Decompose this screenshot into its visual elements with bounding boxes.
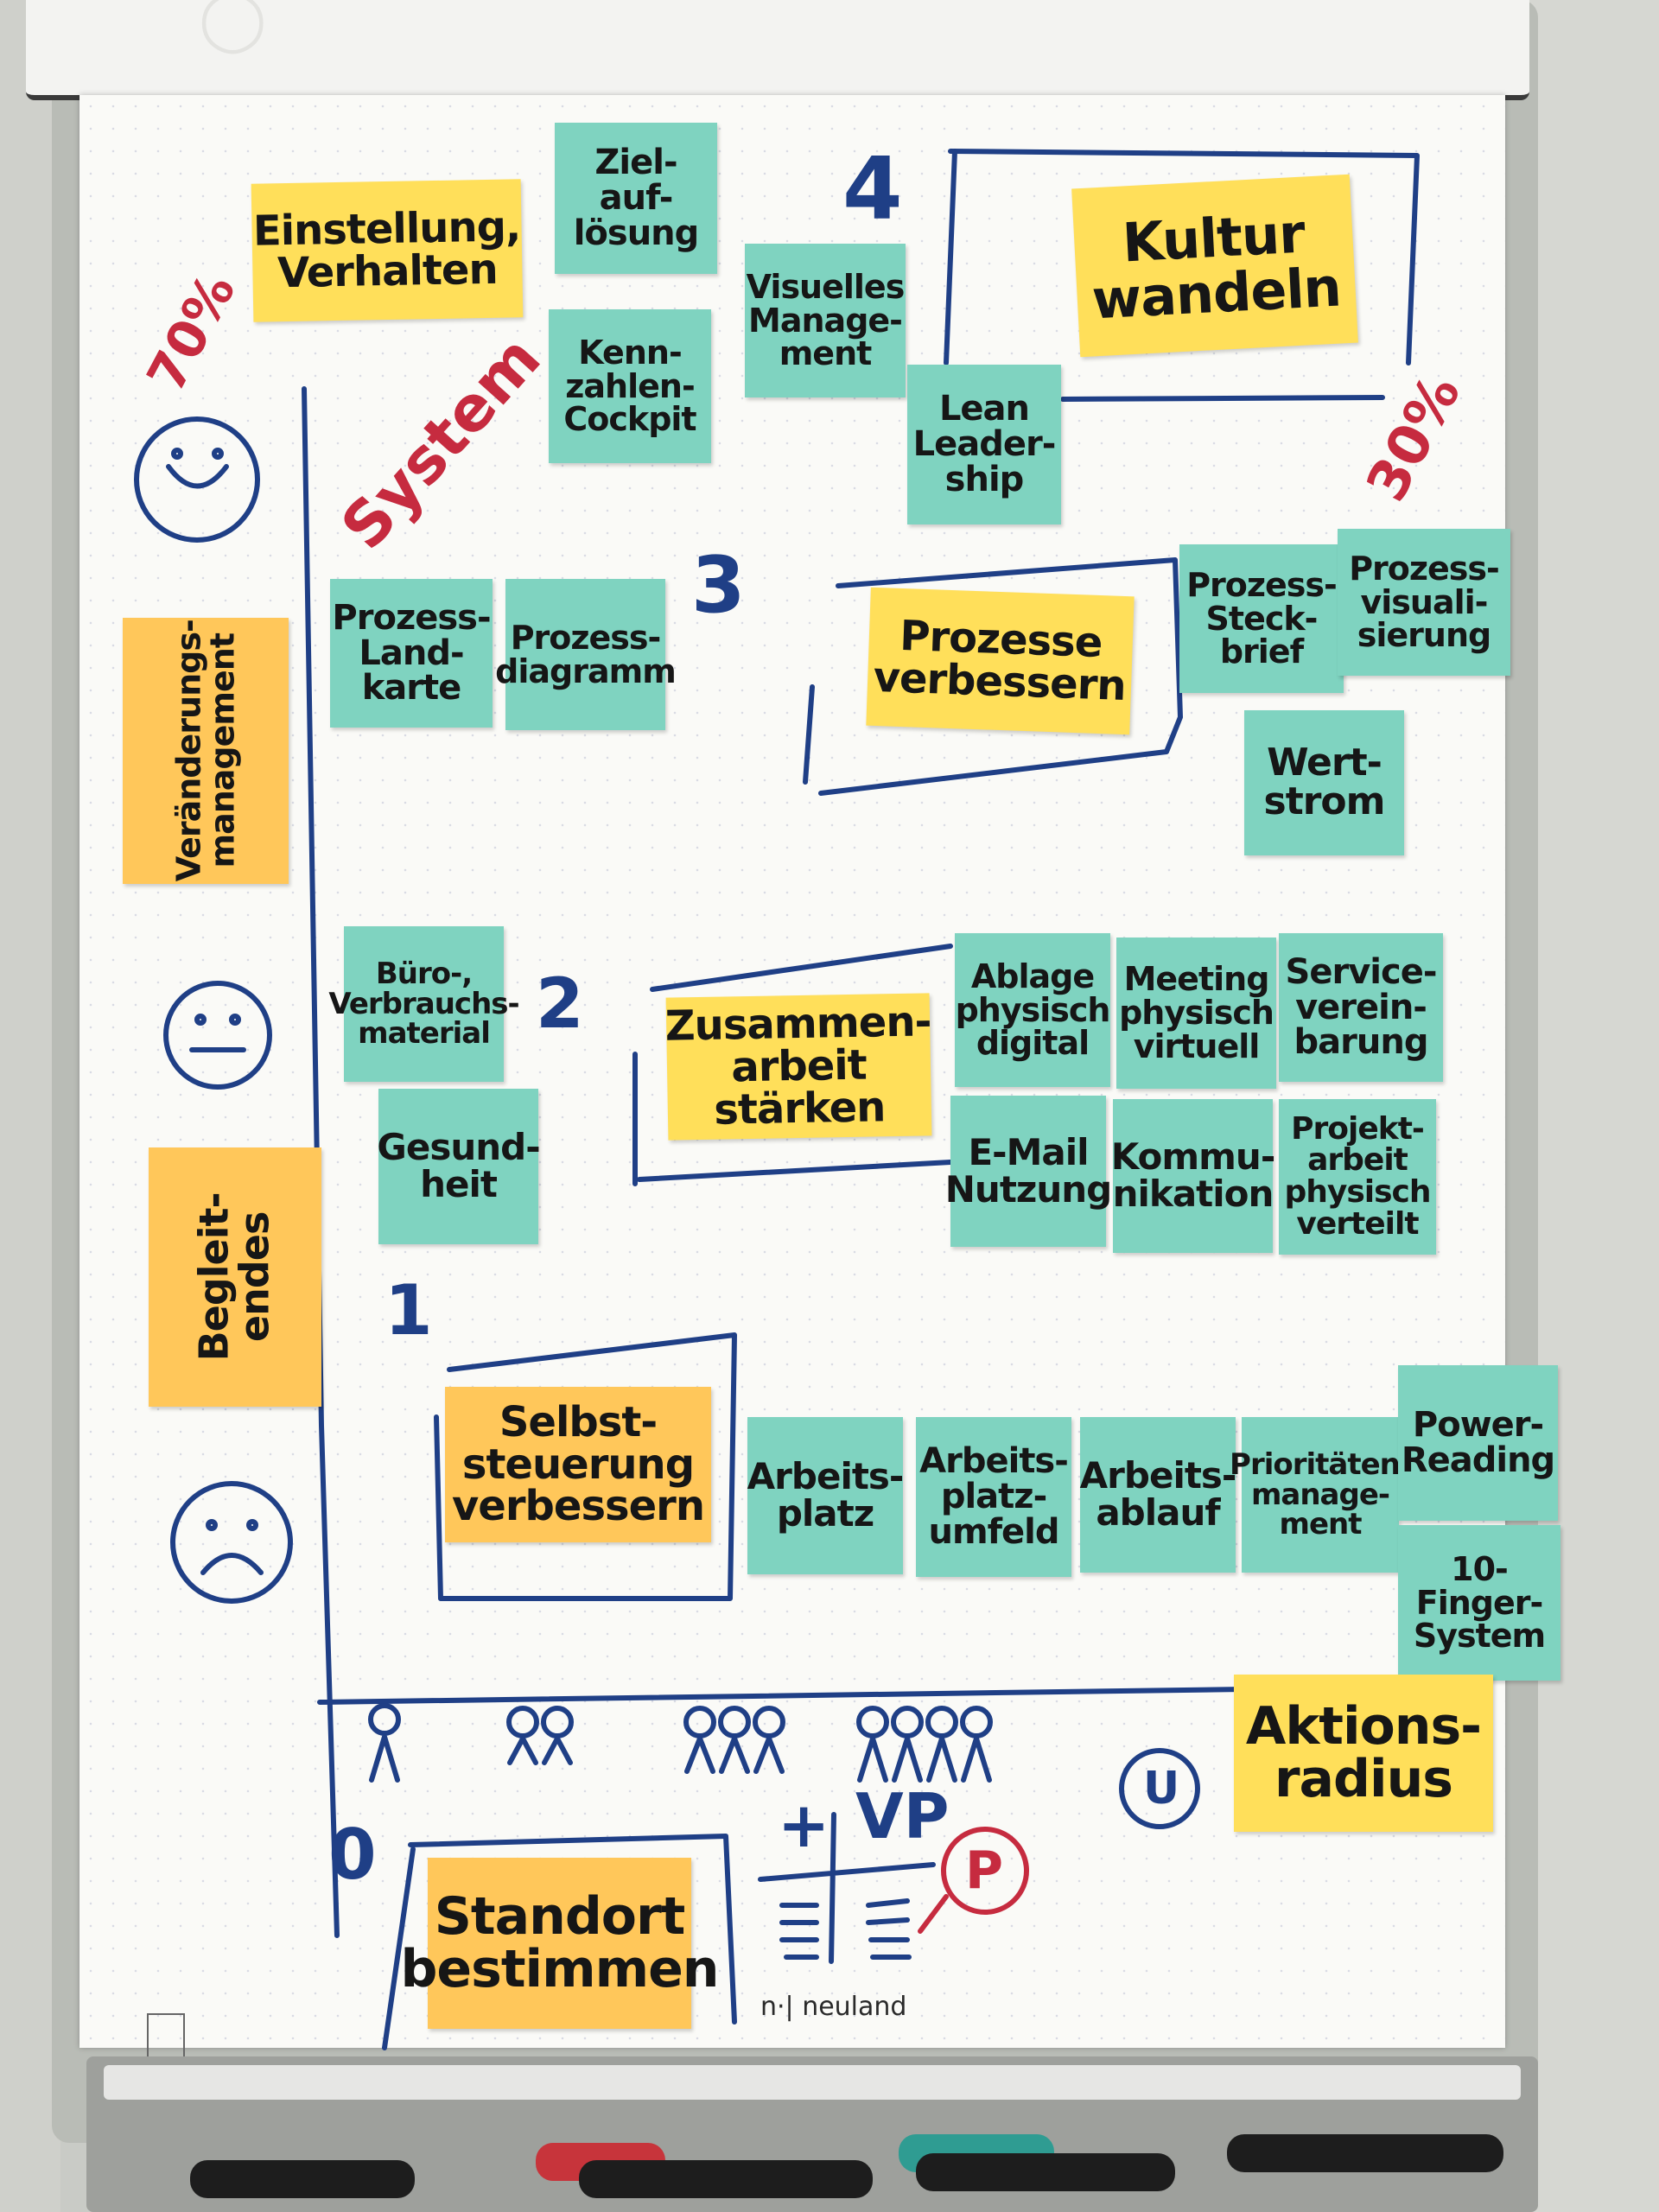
note-veraenderungsmanagement: Veränderungs- management [123,618,289,884]
neuland-logo: n·| neuland [760,1992,907,2022]
u-label: U [1143,1763,1180,1815]
level-3-label: 3 [691,540,746,631]
note-email-nutzung: E-Mail Nutzung [945,1096,1112,1247]
note-projektarbeit: Projekt- arbeit physisch verteilt [1279,1099,1436,1255]
plus-label: + [778,1789,830,1861]
marker-black [579,2160,873,2198]
note-aktionsradius: Aktions- radius [1234,1675,1493,1832]
note-prozess-visualisierung: Prozess- visuali- sierung [1338,529,1510,676]
note-gesundheit: Gesund- heit [377,1089,541,1244]
marker-black [1227,2134,1503,2172]
vertical-axis-line [302,386,340,1938]
vp-label: VP [855,1780,950,1853]
note-veraenderungsmanagement-text: Veränderungs- management [169,620,242,882]
note-prozessdiagramm: Prozess- diagramm [495,579,677,730]
faded-drawing: ◯ [199,0,267,54]
note-power-reading: Power- Reading [1398,1365,1558,1521]
wall-right [1521,0,1659,2212]
note-zielaufloesung: Ziel- auf- lösung [555,123,717,274]
note-buero-verbrauchsmaterial: Büro-, Verbrauchs- material [328,926,520,1082]
note-prozess-landkarte: Prozess- Land- karte [330,579,493,728]
p-label: P [965,1840,1003,1901]
note-arbeitsplatzumfeld: Arbeits- platz- umfeld [916,1417,1071,1577]
note-wertstrom: Wert- strom [1244,710,1404,855]
note-meeting: Meeting physisch virtuell [1116,938,1276,1089]
note-kommunikation: Kommu- nikation [1111,1099,1275,1253]
marker-black [916,2153,1175,2191]
note-standort-bestimmen: Standort bestimmen [400,1858,720,2029]
marker-black [190,2160,415,2198]
note-begleitendes-text: Begleit- endes [191,1192,278,1362]
level-1-label: 1 [385,1270,433,1351]
note-selbststeuerung-verbessern: Selbst- steuerung verbessern [445,1387,711,1542]
note-kennzahlen-cockpit: Kenn- zahlen- Cockpit [549,309,711,463]
horizontal-axis-line [317,1687,1247,1705]
people-figures [368,1703,993,1783]
note-arbeitsablauf: Arbeits- ablauf [1080,1417,1236,1573]
level-4-label: 4 [842,138,903,239]
note-visuelles-management: Visuelles Manage- ment [745,244,906,397]
level-2-label: 2 [536,963,584,1044]
note-ablage: Ablage physisch digital [955,933,1110,1087]
marker-tray-rail [104,2065,1521,2100]
level-0-label: 0 [328,1815,377,1895]
note-begleitendes: Begleit- endes [149,1147,321,1407]
note-zehn-finger-system: 10-Finger- System [1398,1525,1560,1681]
note-lean-leadership: Lean Leader- ship [907,365,1061,524]
note-kultur-wandeln: Kultur wandeln [1071,174,1358,358]
note-servicevereinbarung: Service- verein- barung [1279,933,1443,1082]
note-zusammenarbeit-staerken: Zusammen- arbeit stärken [664,993,932,1141]
note-einstellung-verhalten: Einstellung, Verhalten [251,179,524,322]
note-prioritaetenmanagement: Prioritäten- manage- ment [1230,1417,1412,1573]
note-prozess-steckbrief: Prozess- Steck- brief [1179,544,1344,693]
note-prozesse-verbessern: Prozesse verbessern [866,587,1135,735]
wall-left [0,0,60,2212]
p-circle [941,1827,1029,1915]
note-arbeitsplatz: Arbeits- platz [747,1417,904,1574]
